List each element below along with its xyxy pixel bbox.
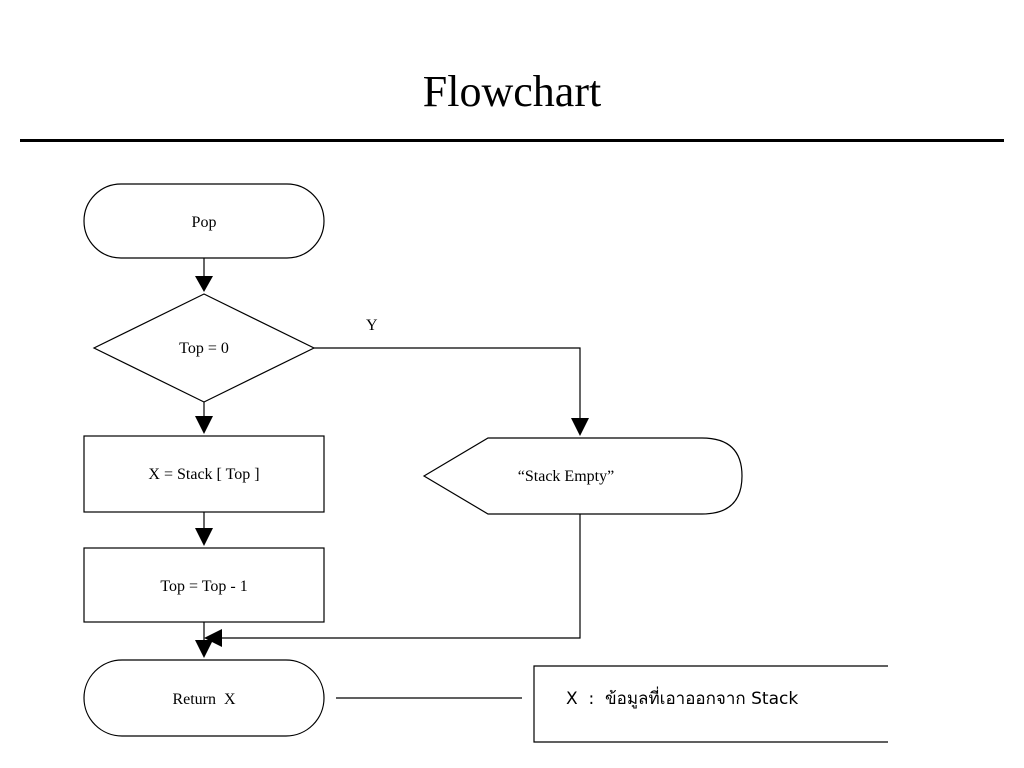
slide-title: Flowchart bbox=[422, 67, 602, 116]
title-rule bbox=[20, 139, 1004, 142]
display-stack-empty bbox=[422, 437, 743, 515]
arrowhead-decrement-end bbox=[195, 640, 213, 658]
connector-yes-branch bbox=[314, 347, 581, 420]
yes-label: Y bbox=[366, 317, 378, 334]
assign-label: X = Stack [ Top ] bbox=[148, 466, 259, 483]
arrowhead-start-decision bbox=[195, 276, 213, 292]
decision-label: Top = 0 bbox=[179, 340, 229, 357]
end-terminator bbox=[83, 659, 325, 737]
arrowhead-display-merge bbox=[204, 629, 222, 647]
legend-bracket bbox=[533, 665, 888, 743]
start-label: Pop bbox=[192, 214, 217, 231]
legend-text: X : ข้อมูลที่เอาออกจาก Stack bbox=[566, 686, 798, 709]
arrowhead-yes-branch bbox=[571, 418, 589, 436]
decrement-label: Top = Top - 1 bbox=[160, 578, 247, 595]
connector-display-merge bbox=[222, 514, 581, 639]
end-label: Return X bbox=[172, 691, 236, 708]
process-decrement bbox=[83, 547, 325, 623]
process-assign bbox=[83, 435, 325, 513]
arrowhead-assign-decrement bbox=[195, 528, 213, 546]
display-label: “Stack Empty” bbox=[518, 468, 614, 485]
arrowhead-decision-assign bbox=[195, 416, 213, 434]
